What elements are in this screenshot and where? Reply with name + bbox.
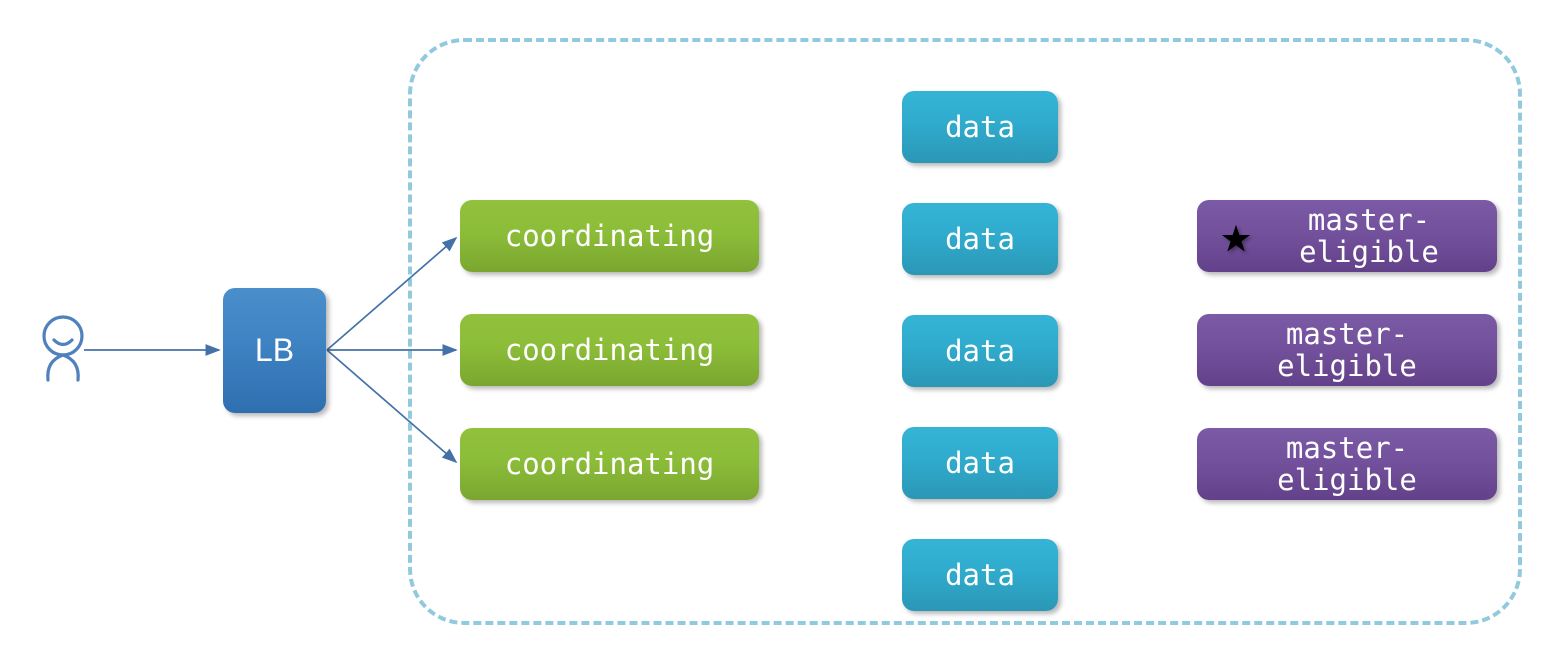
coordinating-node-3[interactable]: coordinating [460,428,759,500]
coordinating-node-label: coordinating [504,332,715,367]
coordinating-node-label: coordinating [504,218,715,253]
person-icon [42,315,84,382]
master-eligible-node-1[interactable]: ★ master-eligible [1197,200,1497,272]
master-eligible-label-line1: master- [1285,430,1409,465]
data-node-label: data [945,221,1015,256]
data-node-3[interactable]: data [902,315,1058,387]
master-eligible-label-line1: master- [1307,202,1431,237]
data-node-label: data [945,557,1015,592]
master-eligible-label-line2: eligible [1277,463,1417,497]
coordinating-node-label: coordinating [504,446,715,481]
data-node-4[interactable]: data [902,427,1058,499]
master-eligible-node-label: master-eligible [1197,430,1497,497]
master-eligible-node-2[interactable]: master-eligible [1197,314,1497,386]
coordinating-node-1[interactable]: coordinating [460,200,759,272]
master-eligible-label-line2: eligible [1299,235,1439,269]
master-eligible-node-label: master-eligible [1197,202,1497,269]
data-node-label: data [945,333,1015,368]
data-node-5[interactable]: data [902,539,1058,611]
data-node-2[interactable]: data [902,203,1058,275]
master-eligible-node-3[interactable]: master-eligible [1197,428,1497,500]
master-eligible-node-label: master-eligible [1197,316,1497,383]
load-balancer-node[interactable]: LB [223,288,326,413]
load-balancer-label: LB [254,332,295,368]
elected-master-star-icon: ★ [1220,205,1252,265]
data-node-1[interactable]: data [902,91,1058,163]
data-node-label: data [945,445,1015,480]
master-eligible-label-line1: master- [1285,316,1409,351]
coordinating-node-2[interactable]: coordinating [460,314,759,386]
master-eligible-label-line2: eligible [1277,349,1417,383]
data-node-label: data [945,109,1015,144]
